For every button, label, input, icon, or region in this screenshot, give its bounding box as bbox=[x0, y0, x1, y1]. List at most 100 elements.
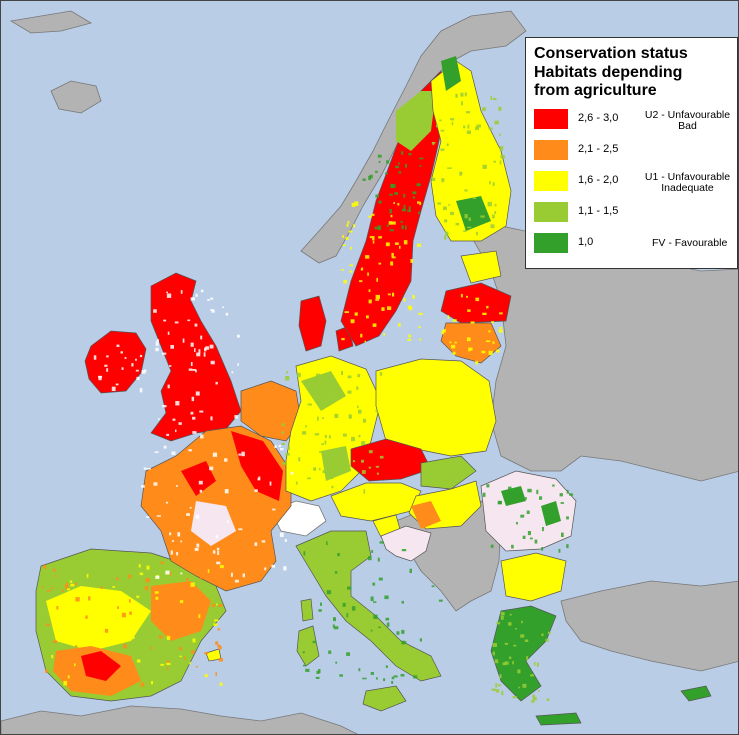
region-sicily bbox=[362, 685, 407, 712]
speckle bbox=[272, 508, 276, 511]
speckle bbox=[401, 225, 404, 230]
speckle bbox=[354, 201, 359, 206]
speckle bbox=[419, 201, 422, 206]
speckle bbox=[326, 541, 328, 546]
speckle bbox=[315, 676, 320, 679]
speckle bbox=[378, 160, 381, 163]
speckle bbox=[379, 541, 384, 544]
speckle bbox=[166, 660, 170, 664]
speckle bbox=[464, 189, 468, 192]
speckle bbox=[359, 280, 363, 283]
speckle bbox=[264, 567, 267, 571]
speckle bbox=[450, 211, 454, 215]
speckle bbox=[326, 590, 332, 595]
speckle bbox=[147, 578, 151, 582]
speckle bbox=[351, 606, 356, 611]
speckle bbox=[352, 460, 356, 463]
speckle bbox=[490, 95, 493, 100]
speckle bbox=[377, 557, 380, 562]
speckle bbox=[391, 256, 396, 259]
speckle bbox=[439, 119, 442, 122]
speckle bbox=[219, 565, 224, 569]
speckle bbox=[466, 226, 472, 229]
region-croatia bbox=[380, 525, 432, 562]
speckle bbox=[401, 600, 404, 604]
legend-title: Conservation status Habitats depending f… bbox=[534, 45, 731, 101]
speckle bbox=[545, 638, 549, 642]
speckle bbox=[368, 466, 372, 469]
speckle bbox=[319, 451, 323, 453]
speckle bbox=[377, 154, 382, 158]
speckle bbox=[486, 484, 490, 488]
speckle bbox=[495, 689, 500, 693]
speckle bbox=[493, 160, 496, 163]
speckle bbox=[257, 477, 260, 481]
legend-class-line: Bad bbox=[678, 119, 697, 132]
speckle bbox=[389, 193, 393, 196]
speckle bbox=[212, 550, 216, 554]
speckle bbox=[464, 92, 467, 97]
speckle bbox=[342, 602, 346, 607]
speckle bbox=[419, 338, 422, 341]
speckle bbox=[492, 182, 495, 186]
speckle bbox=[490, 544, 494, 548]
speckle bbox=[373, 601, 377, 603]
speckle bbox=[370, 672, 374, 675]
speckle bbox=[295, 481, 298, 485]
speckle bbox=[526, 510, 530, 514]
speckle bbox=[43, 564, 47, 569]
speckle bbox=[470, 321, 475, 324]
speckle bbox=[75, 597, 80, 602]
speckle bbox=[436, 124, 438, 128]
speckle bbox=[466, 111, 471, 114]
legend-item-orange: 2,1 - 2,5 bbox=[534, 139, 731, 166]
speckle bbox=[351, 436, 355, 442]
speckle bbox=[116, 577, 119, 581]
speckle bbox=[511, 491, 514, 494]
speckle bbox=[388, 221, 393, 225]
speckle bbox=[403, 298, 406, 302]
speckle bbox=[393, 202, 395, 205]
speckle bbox=[191, 396, 195, 402]
speckle bbox=[346, 652, 350, 656]
speckle bbox=[207, 299, 210, 301]
speckle bbox=[569, 493, 574, 496]
speckle bbox=[204, 674, 208, 678]
speckle bbox=[96, 622, 99, 624]
speckle bbox=[217, 550, 220, 555]
speckle bbox=[224, 489, 229, 494]
speckle bbox=[560, 502, 564, 504]
speckle bbox=[410, 259, 414, 263]
speckle bbox=[486, 305, 489, 309]
speckle bbox=[508, 656, 512, 659]
speckle bbox=[198, 349, 201, 354]
speckle bbox=[383, 678, 386, 682]
speckle bbox=[190, 582, 195, 587]
region-sardinia bbox=[296, 625, 320, 667]
speckle bbox=[218, 645, 222, 650]
speckle bbox=[396, 631, 400, 635]
speckle bbox=[499, 312, 503, 315]
speckle bbox=[419, 157, 424, 160]
legend-item-lightgreen: 1,1 - 1,5 bbox=[534, 201, 731, 228]
speckle bbox=[139, 354, 143, 358]
speckle bbox=[160, 561, 164, 564]
speckle bbox=[139, 388, 143, 393]
speckle bbox=[492, 651, 495, 656]
speckle bbox=[150, 646, 152, 650]
speckle bbox=[129, 611, 132, 615]
speckle bbox=[499, 146, 504, 151]
speckle bbox=[347, 390, 352, 394]
speckle bbox=[343, 279, 347, 284]
speckle bbox=[495, 683, 498, 688]
region-france-pale bbox=[191, 501, 236, 546]
speckle bbox=[52, 640, 57, 644]
speckle bbox=[106, 355, 109, 358]
speckle bbox=[139, 572, 144, 576]
speckle bbox=[393, 675, 398, 678]
speckle bbox=[368, 450, 373, 454]
speckle bbox=[390, 261, 394, 266]
speckle bbox=[527, 531, 531, 536]
speckle bbox=[184, 632, 190, 635]
speckle bbox=[196, 543, 200, 548]
